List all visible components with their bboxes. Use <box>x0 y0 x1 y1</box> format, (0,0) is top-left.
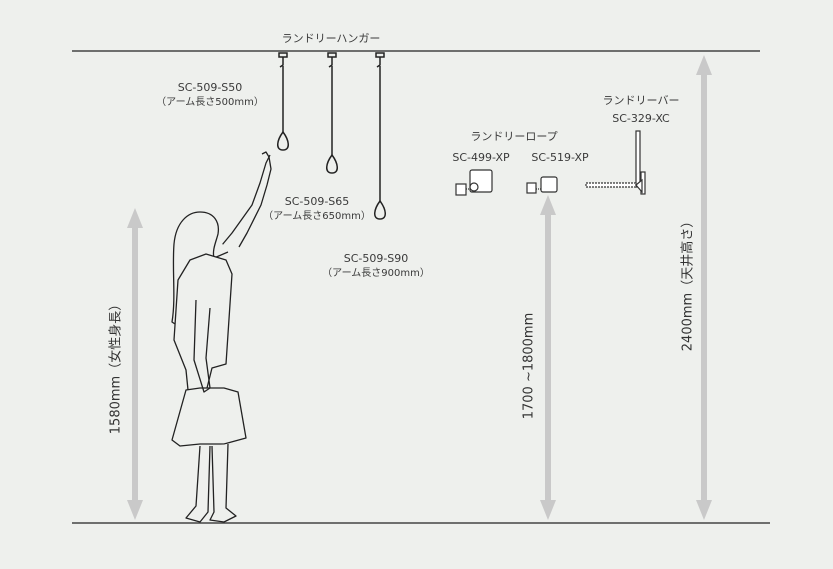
woman-height-label: 1580mm（女性身長） <box>108 297 124 435</box>
hanger-s90 <box>374 52 386 220</box>
hanger-s50 <box>277 52 289 151</box>
rope-height-label: 1700 ~1800mm <box>521 312 537 420</box>
arrow-rope-height <box>540 195 556 520</box>
rope-519-model: SC-519-XP <box>531 151 589 164</box>
hanger-s50-label: SC-509-S50 （アーム長さ500mm） <box>156 80 264 110</box>
rope-device-519 <box>526 176 558 194</box>
laundry-bar-329 <box>585 130 646 195</box>
woman-figure-icon <box>171 151 272 523</box>
hanger-s65-label: SC-509-S65 （アーム長さ650mm） <box>263 194 371 224</box>
hanger-s65 <box>326 52 338 174</box>
hanger-title: ランドリーハンガー <box>281 32 381 45</box>
hanger-s90-model: SC-509-S90 <box>343 252 409 265</box>
hanger-s65-arm: （アーム長さ650mm） <box>263 211 371 222</box>
hanger-s65-model: SC-509-S65 <box>284 195 350 208</box>
hanger-s50-arm: （アーム長さ500mm） <box>156 97 264 108</box>
bar-model: SC-329-XC <box>612 112 670 125</box>
rope-499-model: SC-499-XP <box>452 151 510 164</box>
arrow-ceiling-height <box>696 55 712 520</box>
bar-title: ランドリーバー <box>602 94 680 107</box>
ceiling-height-label: 2400mm（天井高さ） <box>680 214 696 352</box>
hanger-s90-arm: （アーム長さ900mm） <box>322 268 430 279</box>
arrow-woman-height <box>127 208 143 520</box>
rope-device-499 <box>455 169 493 196</box>
rope-title: ランドリーロープ <box>470 130 558 143</box>
hanger-s90-label: SC-509-S90 （アーム長さ900mm） <box>322 251 430 281</box>
hanger-s50-model: SC-509-S50 <box>177 81 243 94</box>
